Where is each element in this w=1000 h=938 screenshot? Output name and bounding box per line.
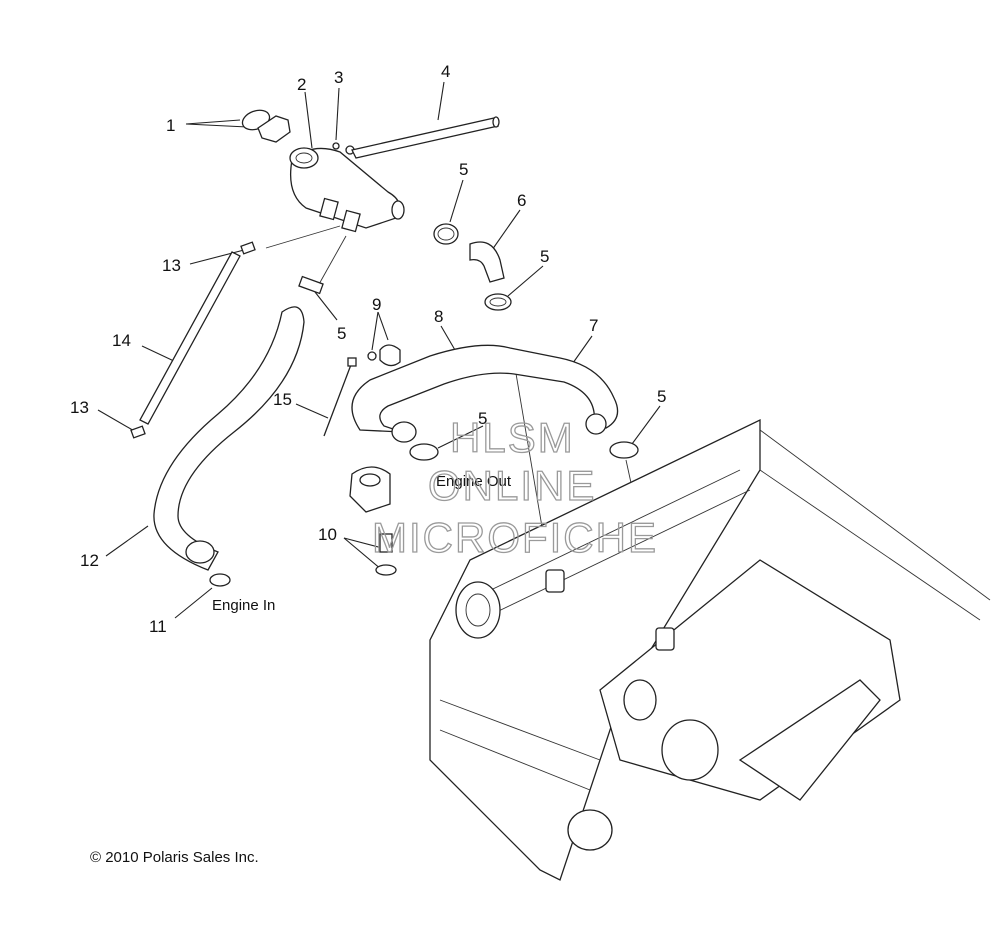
callout-5: 5 [540,247,549,266]
engine-in-label: Engine In [212,597,275,614]
callout-13: 13 [162,256,181,275]
outlet-fitting [349,466,397,576]
callout-5: 5 [478,409,487,428]
callout-12: 12 [80,551,99,570]
hose-clamps [209,223,639,587]
vent-hose [351,116,500,159]
watermark: HLSM ONLINE MICROFICHE [371,413,658,561]
callout-7: 7 [589,316,598,335]
watermark-line-2: ONLINE [428,462,596,509]
callout-5: 5 [459,160,468,179]
callout-2: 2 [297,75,306,94]
callout-10: 10 [318,525,337,544]
engine-out-label: Engine Out [436,473,512,490]
callout-8: 8 [434,307,443,326]
callout-15: 15 [273,390,292,409]
thermostat-housing [241,109,405,233]
hose-bracket [367,344,401,367]
copyright-notice: © 2010 Polaris Sales Inc. [90,849,259,866]
callout-13: 13 [70,398,89,417]
elbow-hose [469,241,505,283]
callout-6: 6 [517,191,526,210]
callout-4: 4 [441,62,450,81]
watermark-line-1: HLSM [450,414,575,461]
engine-out-hoses [351,344,619,443]
callout-9: 9 [372,295,381,314]
callout-11: 11 [149,617,167,636]
callout-numbers: 1 2 3 4 5 6 5 13 9 8 7 5 14 15 5 5 13 10… [70,62,666,636]
callout-5: 5 [657,387,666,406]
callout-3: 3 [334,68,343,87]
cable-tie [323,357,357,437]
chassis-frame [429,418,991,881]
callout-5: 5 [337,324,346,343]
engine-in-hose [153,306,305,571]
callout-14: 14 [112,331,131,350]
callout-1: 1 [166,116,175,135]
bypass-tube [130,241,256,439]
watermark-line-3: MICROFICHE [372,514,658,561]
